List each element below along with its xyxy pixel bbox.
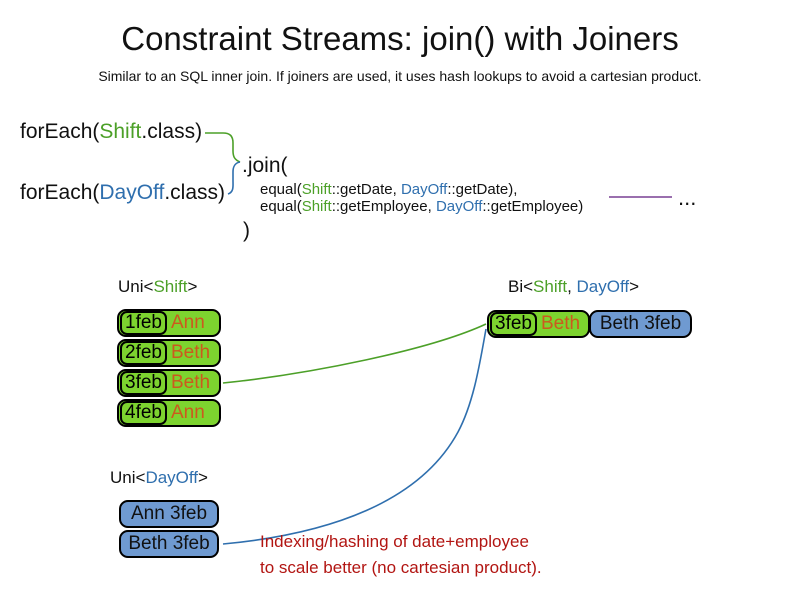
dayoff-join-curve [222,328,487,545]
shift-date-cell: 1feb [120,311,167,335]
shift-date-cell: 4feb [120,401,167,425]
shift-fact-row: 3feb Beth [117,369,221,397]
label-text: Uni< [118,277,154,296]
code-text: ::getEmployee) [482,198,584,215]
shift-employee-cell: Beth [170,372,211,393]
label-text: Uni< [110,468,146,487]
uni-dayoff-label: Uni<DayOff> [110,468,208,488]
shift-employee-cell: Ann [170,312,205,333]
bi-shift-fact: 3feb Beth [487,310,590,338]
label-text: > [198,468,208,487]
code-text: equal( [260,198,302,215]
code-text: forEach( [20,120,100,143]
dayoff-fact-row: Ann 3feb [119,500,219,528]
shift-fact-row: 2feb Beth [117,339,221,367]
label-text: > [187,277,198,296]
code-foreach-shift: forEach(Shift.class) [20,120,202,144]
shift-employee-cell: Beth [540,313,581,334]
code-text: .class) [141,120,203,143]
bi-label: Bi<Shift, DayOff> [508,277,639,297]
dayoff-type-token: DayOff [145,468,199,487]
code-foreach-dayoff: forEach(DayOff.class) [20,181,225,205]
brace-connector-blue [227,161,241,195]
uni-shift-label: Uni<Shift> [118,277,197,297]
code-text: ::getEmployee, [331,198,436,215]
dayoff-class-token: DayOff [400,181,448,198]
shift-type-token: Shift [533,277,568,296]
shift-type-token: Shift [153,277,188,296]
shift-fact-row: 1feb Ann [117,309,221,337]
dayoff-class-token: DayOff [99,181,165,204]
indexing-note-line2: to scale better (no cartesian product). [260,558,542,577]
brace-connector-green [205,132,241,163]
dayoff-class-token: DayOff [435,198,483,215]
dayoff-type-token: DayOff [576,277,630,296]
code-text: .class) [164,181,226,204]
code-text: ::getDate, [331,181,401,198]
label-text: , [567,277,577,296]
uni-shift-table: 1feb Ann 2feb Beth 3feb Beth 4feb Ann [117,309,221,427]
shift-date-cell: 2feb [120,341,167,365]
code-join-close: ) [243,219,250,242]
code-joiner-employee: equal(Shift::getEmployee, DayOff::getEmp… [260,198,583,215]
shift-class-token: Shift [301,198,332,215]
shift-join-curve [222,323,487,384]
shift-fact-row: 4feb Ann [117,399,221,427]
shift-date-cell: 3feb [490,312,537,336]
label-text: > [629,277,640,296]
dayoff-fact-row: Beth 3feb [119,530,219,558]
shift-class-token: Shift [99,120,142,143]
shift-class-token: Shift [301,181,332,198]
shift-employee-cell: Ann [170,402,205,423]
label-text: Bi< [508,277,534,296]
indexing-note-line1: Indexing/hashing of date+employee [260,532,529,551]
shift-employee-cell: Beth [170,342,211,363]
code-join-open: .join( [242,154,288,177]
code-joiner-date: equal(Shift::getDate, DayOff::getDate), [260,181,517,198]
code-text: ::getDate), [447,181,518,198]
code-text: equal( [260,181,302,198]
shift-date-cell: 3feb [120,371,167,395]
more-joiners-ellipsis: ... [678,185,697,210]
bi-dayoff-fact: Beth 3feb [589,310,692,338]
page-subtitle: Similar to an SQL inner join. If joiners… [98,68,702,84]
code-text: forEach( [20,181,100,204]
uni-dayoff-table: Ann 3feb Beth 3feb [119,500,219,558]
page-title: Constraint Streams: join() with Joiners [121,20,679,57]
